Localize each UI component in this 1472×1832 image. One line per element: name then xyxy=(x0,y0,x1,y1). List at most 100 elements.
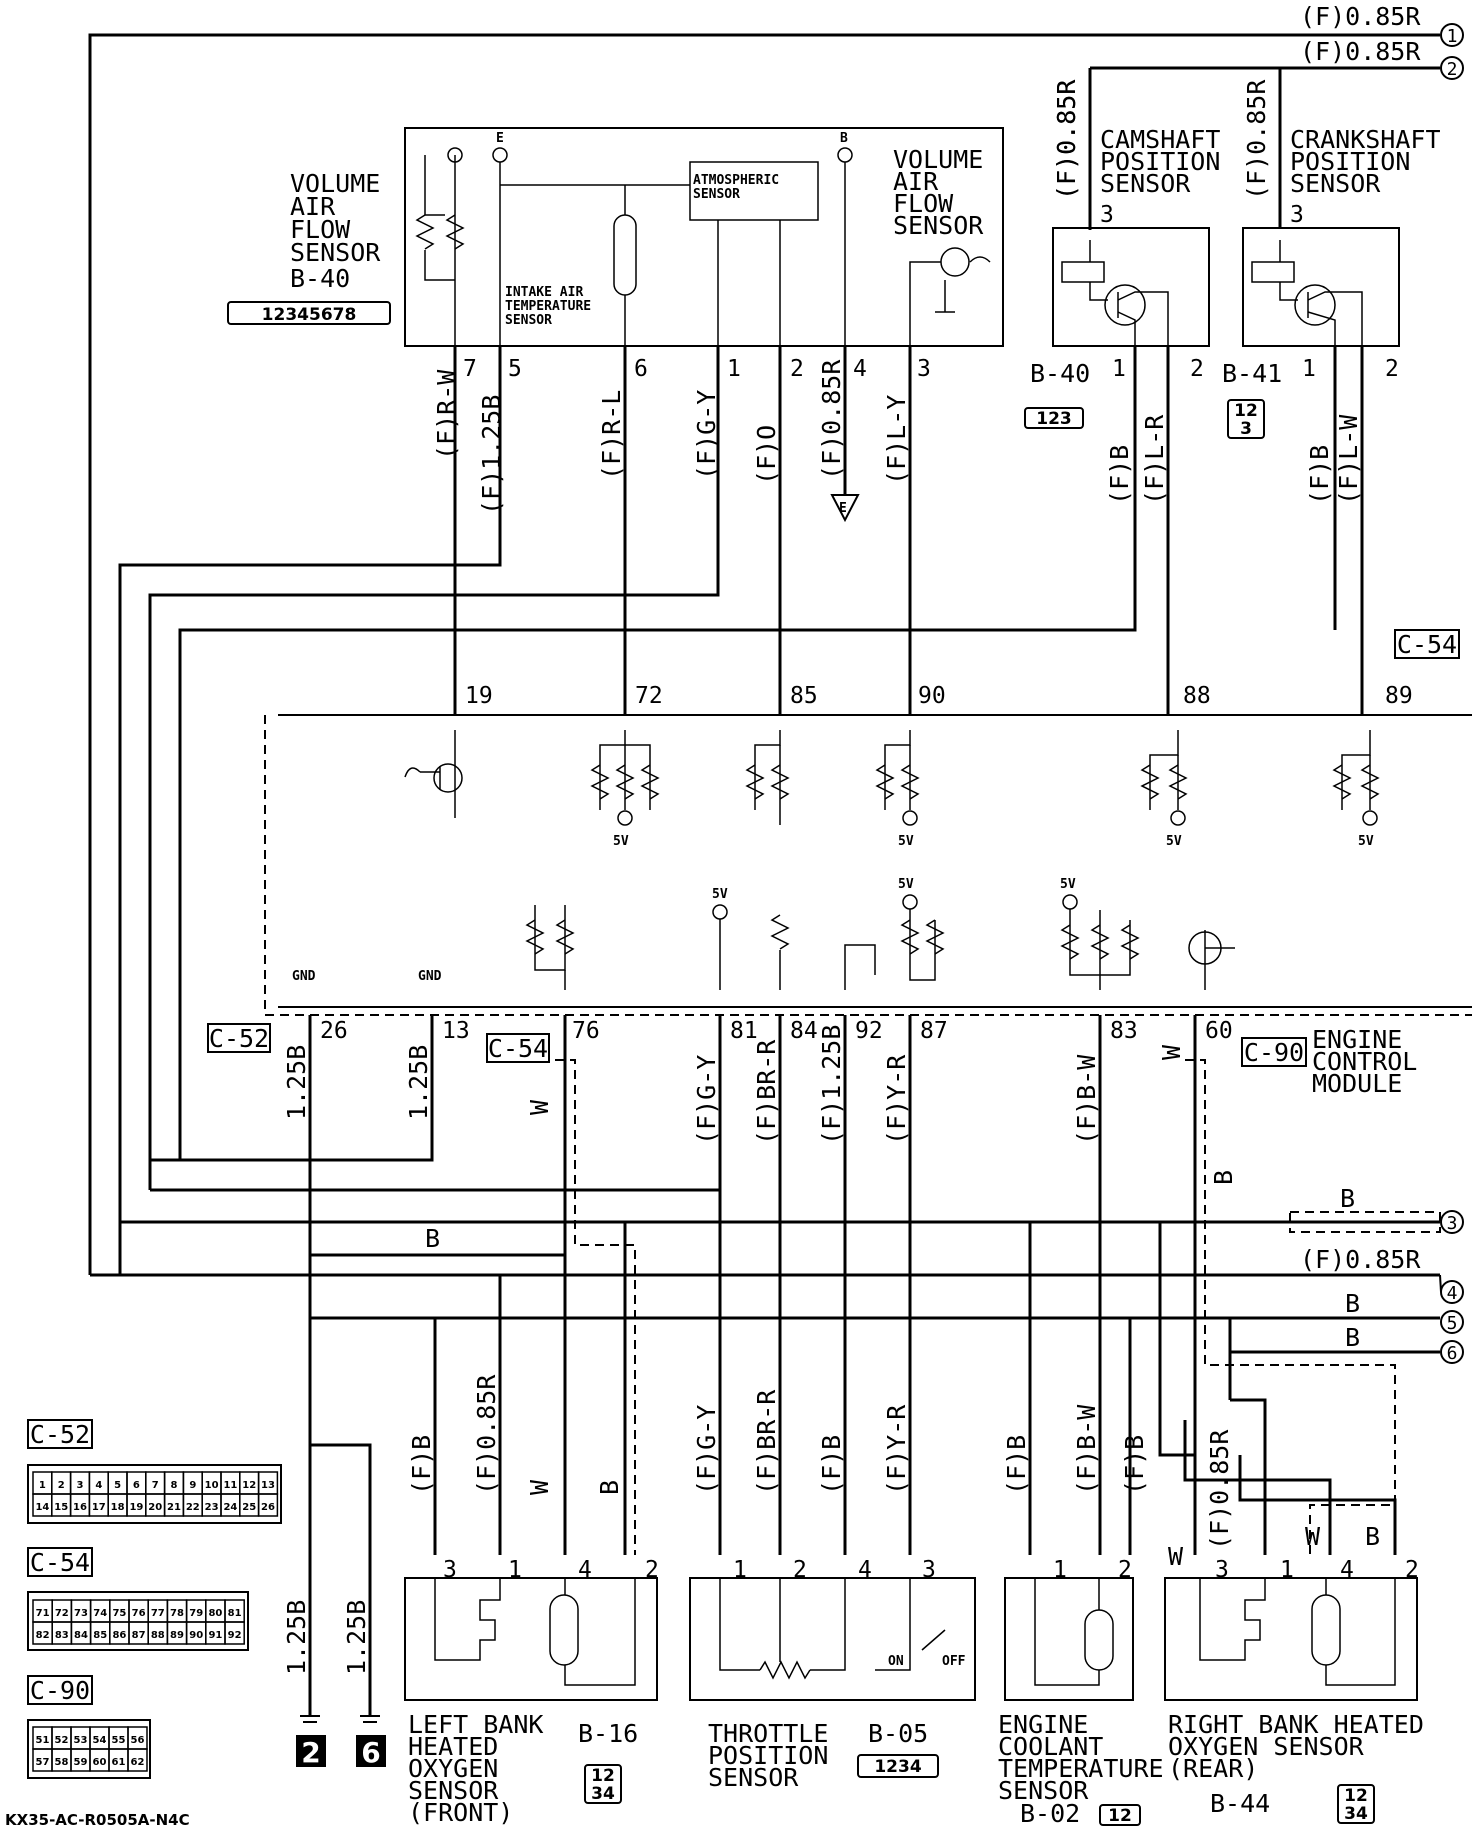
cam-wire-1: (F)B xyxy=(1105,445,1134,505)
ecm-pin-87: 87 xyxy=(920,1018,948,1044)
left-o2-pin-1: 1 xyxy=(508,1557,522,1583)
tps-title-0: THROTTLE xyxy=(708,1719,828,1748)
right-o2-connector-row1: 12 xyxy=(1344,1786,1368,1806)
right-o2-pin-4: 4 xyxy=(1340,1557,1354,1583)
vaf-wire-3: (F)L-Y xyxy=(882,395,911,485)
cam-outputs: 1 2 B-40 123 (F)B (F)L-R xyxy=(178,346,1204,1160)
legend-cell-label: 8 xyxy=(171,1480,178,1491)
legend-cell-label: 53 xyxy=(74,1735,88,1746)
legend-cell-label: 82 xyxy=(36,1630,50,1641)
vaf-connector-pins: 12345678 xyxy=(262,305,357,325)
right-o2-code: B-44 xyxy=(1210,1789,1270,1818)
left-o2-code: B-16 xyxy=(578,1719,638,1748)
ground-badge-2 xyxy=(296,1735,326,1767)
legend-cell-label: 18 xyxy=(111,1502,125,1513)
left-o2-title-2: OXYGEN xyxy=(408,1754,498,1783)
vaf-title-r-0: VOLUME xyxy=(893,145,983,174)
legend-cell-label: 60 xyxy=(93,1757,107,1768)
left-o2-title-3: SENSOR xyxy=(408,1776,499,1805)
vaf-pin-7: 7 xyxy=(463,356,477,382)
ect-pin-2: 2 xyxy=(1118,1557,1132,1583)
tps-pin-1: 1 xyxy=(733,1557,747,1583)
ecm-connector-c54: C-54 xyxy=(488,1034,548,1063)
legend-cell-label: 16 xyxy=(73,1502,87,1513)
legend-cell-label: 57 xyxy=(36,1757,50,1768)
bus-6-label: B xyxy=(1345,1323,1360,1352)
vaf-code: B-40 xyxy=(290,264,350,293)
legend-cell-label: 61 xyxy=(112,1757,126,1768)
connector-2-num: 2 xyxy=(1447,59,1458,80)
legend-cell-label: 77 xyxy=(151,1608,165,1619)
legend-cell-label: 88 xyxy=(151,1630,165,1641)
ect-housing xyxy=(1004,1577,1134,1701)
tps-wire-2: (F)BR-R xyxy=(752,1389,781,1495)
vaf-pin-6: 6 xyxy=(634,356,648,382)
ecm-internal-89: 5V xyxy=(1332,730,1380,849)
right-o2-wire-w2: W xyxy=(1305,1522,1321,1551)
tps-title-2: SENSOR xyxy=(708,1763,799,1792)
ecm-bus-b-label: B xyxy=(425,1224,440,1253)
ecm-internal-90: 5V xyxy=(875,730,920,849)
legend-cell-label: 15 xyxy=(54,1502,68,1513)
cam-wire-2: (F)L-R xyxy=(1140,414,1169,505)
throttle-position-sensor: 1 2 4 3 (F)G-Y (F)BR-R (F)B (F)Y-R ON OF… xyxy=(689,1389,976,1792)
left-o2-wire-3: (F)B xyxy=(407,1435,436,1495)
ecm-5v-83: 5V xyxy=(1060,877,1076,892)
cam-title-1: POSITION xyxy=(1100,147,1220,176)
vaf-wire-5: (F)1.25B xyxy=(477,395,506,515)
ect-wire-1: (F)B xyxy=(1002,1435,1031,1495)
ecm-internal-84 xyxy=(770,914,790,990)
legend-cell-label: 52 xyxy=(55,1735,69,1746)
vaf-title-r-3: SENSOR xyxy=(893,211,984,240)
crank-pin-1: 1 xyxy=(1302,356,1316,382)
ecm-internal-83: 5V xyxy=(1060,877,1140,990)
ecm-wire-81: (F)G-Y xyxy=(692,1055,721,1145)
engine-control-module: ENGINE CONTROL MODULE 19 72 85 90 88 89 … xyxy=(207,629,1472,1098)
vaf-tap-e: E xyxy=(496,131,504,146)
legend-cell xyxy=(257,1493,279,1517)
ecm-title-0: ENGINE xyxy=(1312,1025,1402,1054)
ecm-gnd-labels: GND GND xyxy=(292,969,442,984)
ground-num-2: 2 xyxy=(301,1736,320,1769)
ecm-pin-89: 89 xyxy=(1385,683,1413,709)
ground-num-6: 6 xyxy=(361,1736,380,1769)
ect-title-1: COOLANT xyxy=(998,1732,1103,1761)
ecm-wire-60: W xyxy=(1157,1044,1186,1060)
crank-housing xyxy=(1242,227,1400,347)
tps-connector: 1234 xyxy=(874,1757,921,1777)
legend-cell xyxy=(127,1748,148,1772)
ecm-wire-83: (F)B-W xyxy=(1072,1054,1101,1145)
ecm-gnd-13: GND xyxy=(418,969,442,984)
vaf-title-2: FLOW xyxy=(290,215,351,244)
ecm-pin-60: 60 xyxy=(1205,1018,1233,1044)
left-o2-pin-2: 2 xyxy=(645,1557,659,1583)
left-o2-sensor: 3 1 4 2 (F)B (F)0.85R W B LEFT BANK HEAT… xyxy=(404,1374,659,1827)
left-o2-connector-row2: 34 xyxy=(591,1784,615,1804)
diagram-code: KX35-AC-R0505A-N4C xyxy=(5,1811,190,1829)
legend-cell-label: 79 xyxy=(189,1608,203,1619)
legend-cell-label: 9 xyxy=(189,1480,196,1491)
legend-cell-label: 23 xyxy=(205,1502,219,1513)
right-o2-pin-2: 2 xyxy=(1405,1557,1419,1583)
legend-cell-label: 5 xyxy=(114,1480,121,1491)
connector-2-wire: (F)0.85R xyxy=(1300,37,1421,66)
legend-cell-label: 20 xyxy=(148,1502,162,1513)
vaf-wires: E (F)R-W (F)1.25B (F)R-L (F)G-Y (F)O (F)… xyxy=(118,345,912,1275)
legend-c52-label: C-52 xyxy=(30,1420,90,1449)
connector-6-num: 6 xyxy=(1447,1343,1458,1364)
crank-title-0: CRANKSHAFT xyxy=(1290,125,1441,154)
ecm-pin-19: 19 xyxy=(465,683,493,709)
vaf-pin-2: 2 xyxy=(790,356,804,382)
ect-code: B-02 xyxy=(1020,1799,1080,1828)
legend-cell-label: 1 xyxy=(39,1480,46,1491)
ecm-pin-90: 90 xyxy=(918,683,946,709)
ground-badge-6 xyxy=(356,1735,386,1767)
legend-cell-label: 19 xyxy=(129,1502,143,1513)
ect-sensor: 1 2 (F)B (F)B-W ENGINE COOLANT TEMPERATU… xyxy=(998,1404,1164,1828)
ecm-internal-85 xyxy=(745,730,790,825)
ecm-title-2: MODULE xyxy=(1312,1069,1402,1098)
tps-wire-4: (F)B xyxy=(817,1435,846,1495)
